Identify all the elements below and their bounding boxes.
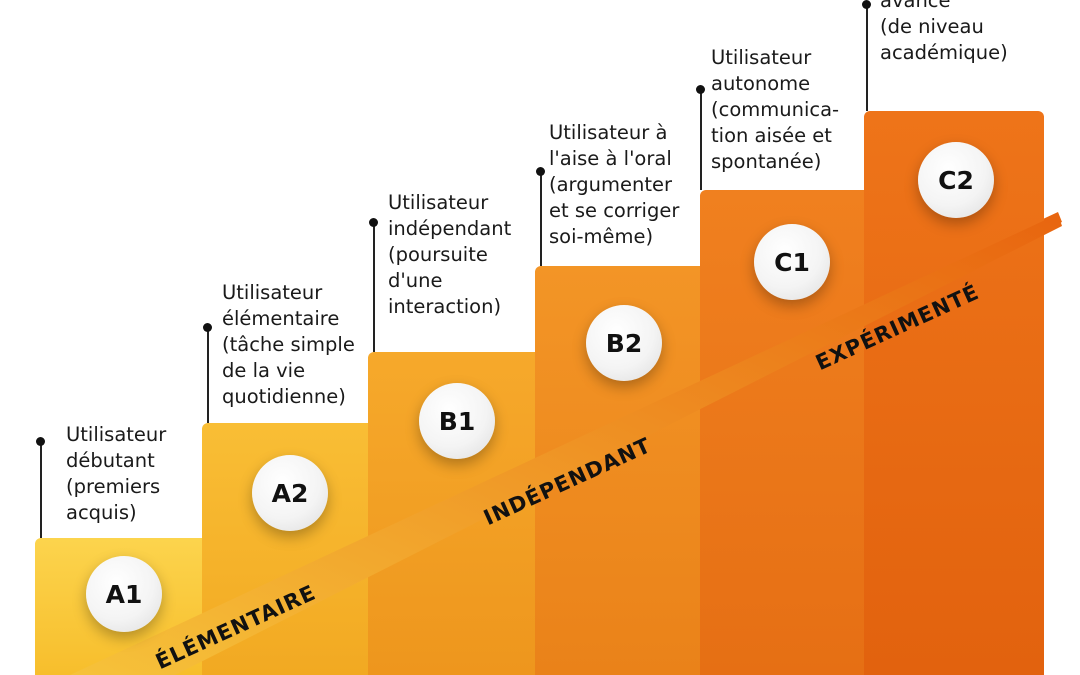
leader-dot-b1 bbox=[369, 218, 378, 227]
leader-dot-c1 bbox=[696, 85, 705, 94]
level-description-a2: Utilisateur élémentaire (tâche simple de… bbox=[222, 281, 355, 408]
level-description-c2: avancé (de niveau académique) bbox=[880, 0, 1008, 64]
level-description-b2: Utilisateur à l'aise à l'oral (argumente… bbox=[549, 121, 680, 248]
leader-dot-b2 bbox=[536, 167, 545, 176]
level-label: A1 bbox=[105, 579, 143, 609]
level-badge-a2: A2 bbox=[252, 455, 328, 531]
leader-dot-a2 bbox=[203, 323, 212, 332]
leader-line-b1 bbox=[373, 223, 375, 352]
level-label: C2 bbox=[938, 165, 974, 195]
leader-dot-a1 bbox=[36, 437, 45, 446]
leader-line-a1 bbox=[40, 442, 42, 538]
level-label: A2 bbox=[271, 478, 309, 508]
leader-line-c1 bbox=[700, 90, 702, 190]
level-label: B2 bbox=[605, 328, 643, 358]
level-badge-c1: C1 bbox=[754, 224, 830, 300]
leader-line-a2 bbox=[207, 328, 209, 423]
level-badge-a1: A1 bbox=[86, 556, 162, 632]
level-badge-c2: C2 bbox=[918, 142, 994, 218]
level-label: C1 bbox=[774, 247, 810, 277]
leader-line-c2 bbox=[866, 4, 868, 111]
level-description-c1: Utilisateur autonome (communica- tion ai… bbox=[711, 46, 840, 173]
leader-dot-c2 bbox=[862, 0, 871, 9]
level-description-b1: Utilisateur indépendant (poursuite d'une… bbox=[388, 191, 512, 318]
level-badge-b2: B2 bbox=[586, 305, 662, 381]
leader-line-b2 bbox=[540, 172, 542, 266]
level-label: B1 bbox=[438, 406, 476, 436]
level-badge-b1: B1 bbox=[419, 383, 495, 459]
level-description-a1: Utilisateur débutant (premiers acquis) bbox=[66, 423, 167, 524]
